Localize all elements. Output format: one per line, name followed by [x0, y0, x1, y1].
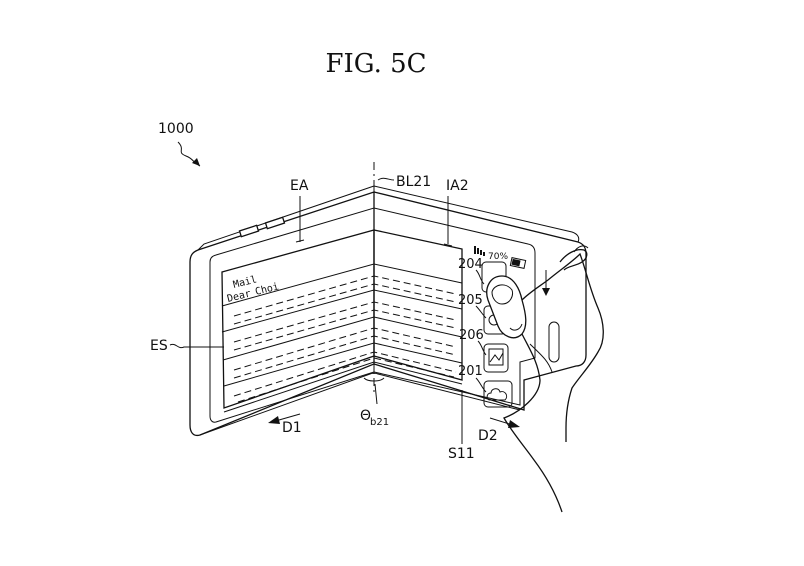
label-es-leader [169, 343, 224, 349]
label-theta: Θ [360, 408, 371, 424]
label-bl21-leader [377, 177, 395, 181]
label-es: ES [150, 338, 168, 354]
fold-angle-arc [363, 377, 385, 382]
battery-percent: 70% [488, 252, 508, 262]
right-panel-inner [373, 207, 536, 406]
hand-palm-lower [503, 333, 563, 513]
finger-icon [486, 275, 527, 339]
right-edge-slot [548, 321, 560, 363]
label-d1: D1 [282, 420, 302, 436]
right-top-edge [373, 185, 580, 243]
status-bar: 70% [474, 246, 527, 269]
hand-crease [529, 343, 553, 373]
ref-204: 204 [458, 257, 483, 272]
screen-bottom-thickness [223, 361, 463, 413]
ref-201: 201 [458, 364, 483, 379]
label-ia2: IA2 [446, 178, 469, 194]
mail-greeting-dear: Dear [226, 288, 252, 305]
label-s11: S11 [448, 446, 475, 462]
d1-arrowhead [268, 416, 280, 424]
ref-206-leader [477, 340, 487, 356]
side-button-1[interactable] [238, 224, 260, 238]
ref-206: 206 [459, 328, 484, 343]
hand-finger-tip [573, 245, 589, 253]
battery-icon [509, 257, 527, 269]
ref-201-leader [475, 377, 487, 393]
device-ref-label: 1000 [158, 121, 194, 137]
left-top-edge [197, 185, 375, 251]
hand-finger-top [559, 248, 588, 271]
foldable-device [189, 184, 587, 437]
d2-arrowhead [508, 420, 520, 428]
label-ea: EA [290, 178, 309, 194]
cloud-icon[interactable] [483, 380, 513, 408]
right-edge-arrowhead [542, 288, 550, 296]
fold-angle-leader [374, 383, 378, 405]
ref-204-leader [475, 269, 485, 285]
label-theta-sub: b21 [370, 417, 389, 428]
signal-icon [474, 246, 485, 256]
gallery-icon-mountain [489, 352, 504, 363]
right-panel-outer [373, 191, 587, 411]
gallery-icon-inner [488, 348, 504, 366]
screen-left-half [221, 229, 375, 409]
hand-icon [486, 245, 604, 513]
hand-outline [521, 252, 604, 442]
finger-knuckle [509, 323, 523, 331]
label-bl21: BL21 [396, 174, 431, 190]
label-d2: D2 [478, 428, 498, 444]
left-panel-inner [209, 207, 375, 423]
left-panel-outer [189, 191, 375, 437]
figure-title: FIG. 5C [325, 49, 426, 79]
gallery-icon[interactable] [483, 343, 509, 373]
label-ea-tick [295, 239, 305, 243]
email-screen: Mail Dear Choi [221, 229, 463, 413]
mail-greeting-name: Choi [254, 281, 280, 298]
device-ref-arrowhead [192, 158, 200, 166]
cloud-icon-glyph [486, 388, 508, 401]
finger-nail [491, 284, 513, 305]
ref-205-leader [475, 305, 487, 319]
ref-205: 205 [458, 293, 483, 308]
label-ia2-tick [443, 243, 453, 247]
side-button-2[interactable] [264, 216, 286, 230]
